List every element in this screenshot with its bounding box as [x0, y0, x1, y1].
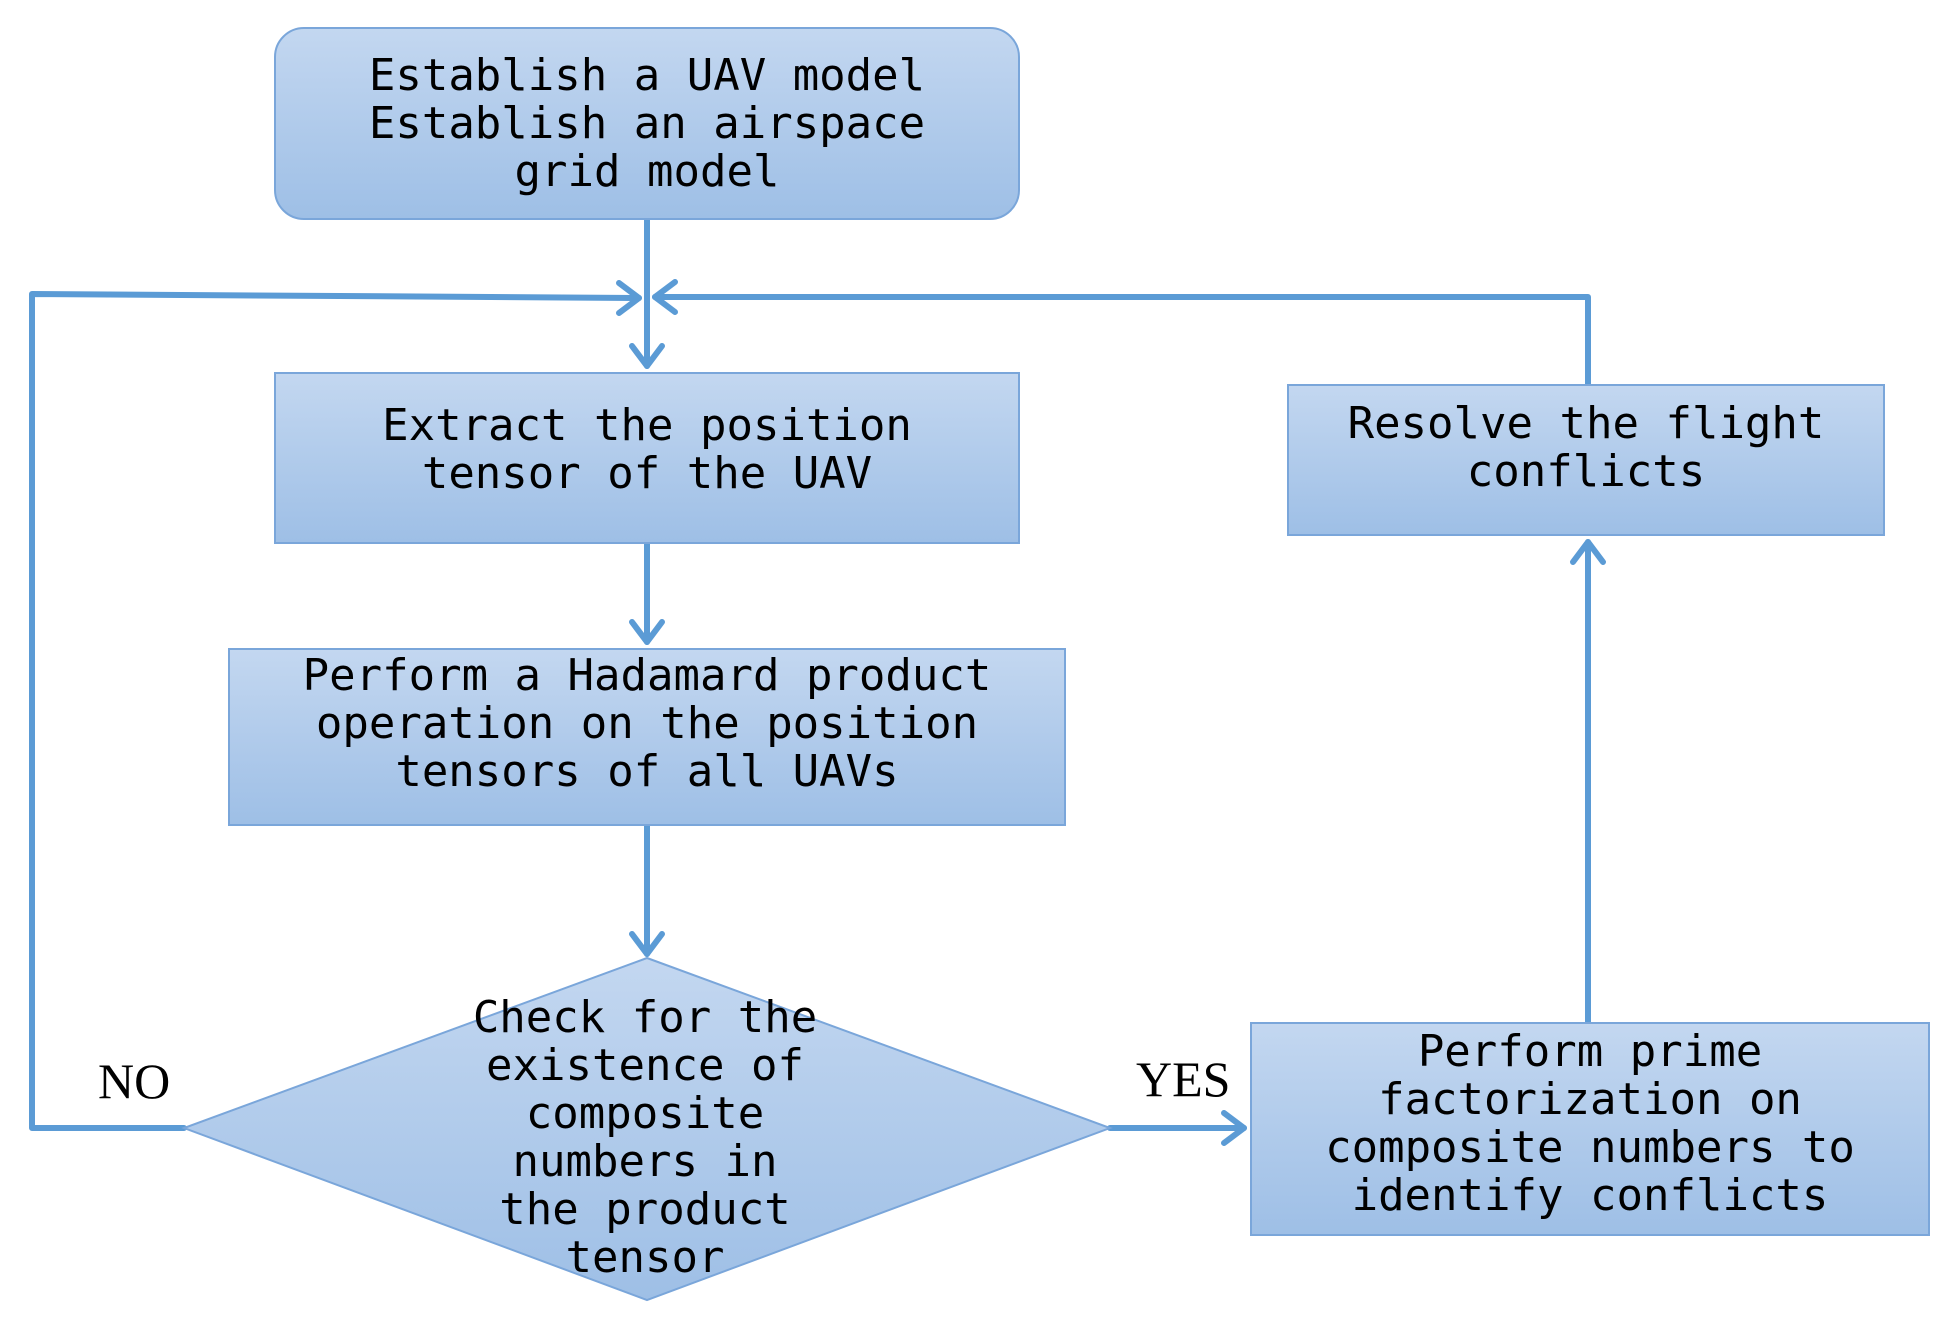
establish-models-text: Establish a UAV model Establish an airsp… [368, 49, 926, 197]
prime-factorization-text: Perform prime factorization on composite… [1325, 1026, 1855, 1221]
arrowhead-into-resolve [1570, 539, 1606, 565]
arrowhead-no-loop [616, 280, 642, 316]
arrowhead-into-hadamard [629, 619, 665, 645]
resolve-conflicts-box: Resolve the flight conflicts [1287, 384, 1885, 536]
arrowhead-resolve-loop [652, 279, 678, 315]
extract-position-tensor-box: Extract the position tensor of the UAV [274, 372, 1020, 544]
arrowhead-into-extract [629, 343, 665, 369]
check-composite-text: Check for the existence of composite num… [472, 992, 818, 1283]
establish-models-box: Establish a UAV model Establish an airsp… [274, 27, 1020, 220]
extract-position-tensor-text: Extract the position tensor of the UAV [382, 400, 912, 499]
yes-label: YES [1136, 1051, 1231, 1107]
arrowhead-into-check [629, 931, 665, 957]
no-label: NO [98, 1053, 171, 1109]
check-diamond [181, 956, 1113, 1302]
hadamard-product-text: Perform a Hadamard product operation on … [302, 650, 992, 797]
connector-no-loop [29, 291, 642, 1131]
arrowhead-into-factorize [1221, 1110, 1247, 1146]
connector-resolve-loop [652, 294, 1591, 387]
resolve-conflicts-text: Resolve the flight conflicts [1347, 398, 1825, 497]
prime-factorization-box: Perform prime factorization on composite… [1250, 1022, 1930, 1236]
hadamard-product-box: Perform a Hadamard product operation on … [228, 648, 1066, 826]
